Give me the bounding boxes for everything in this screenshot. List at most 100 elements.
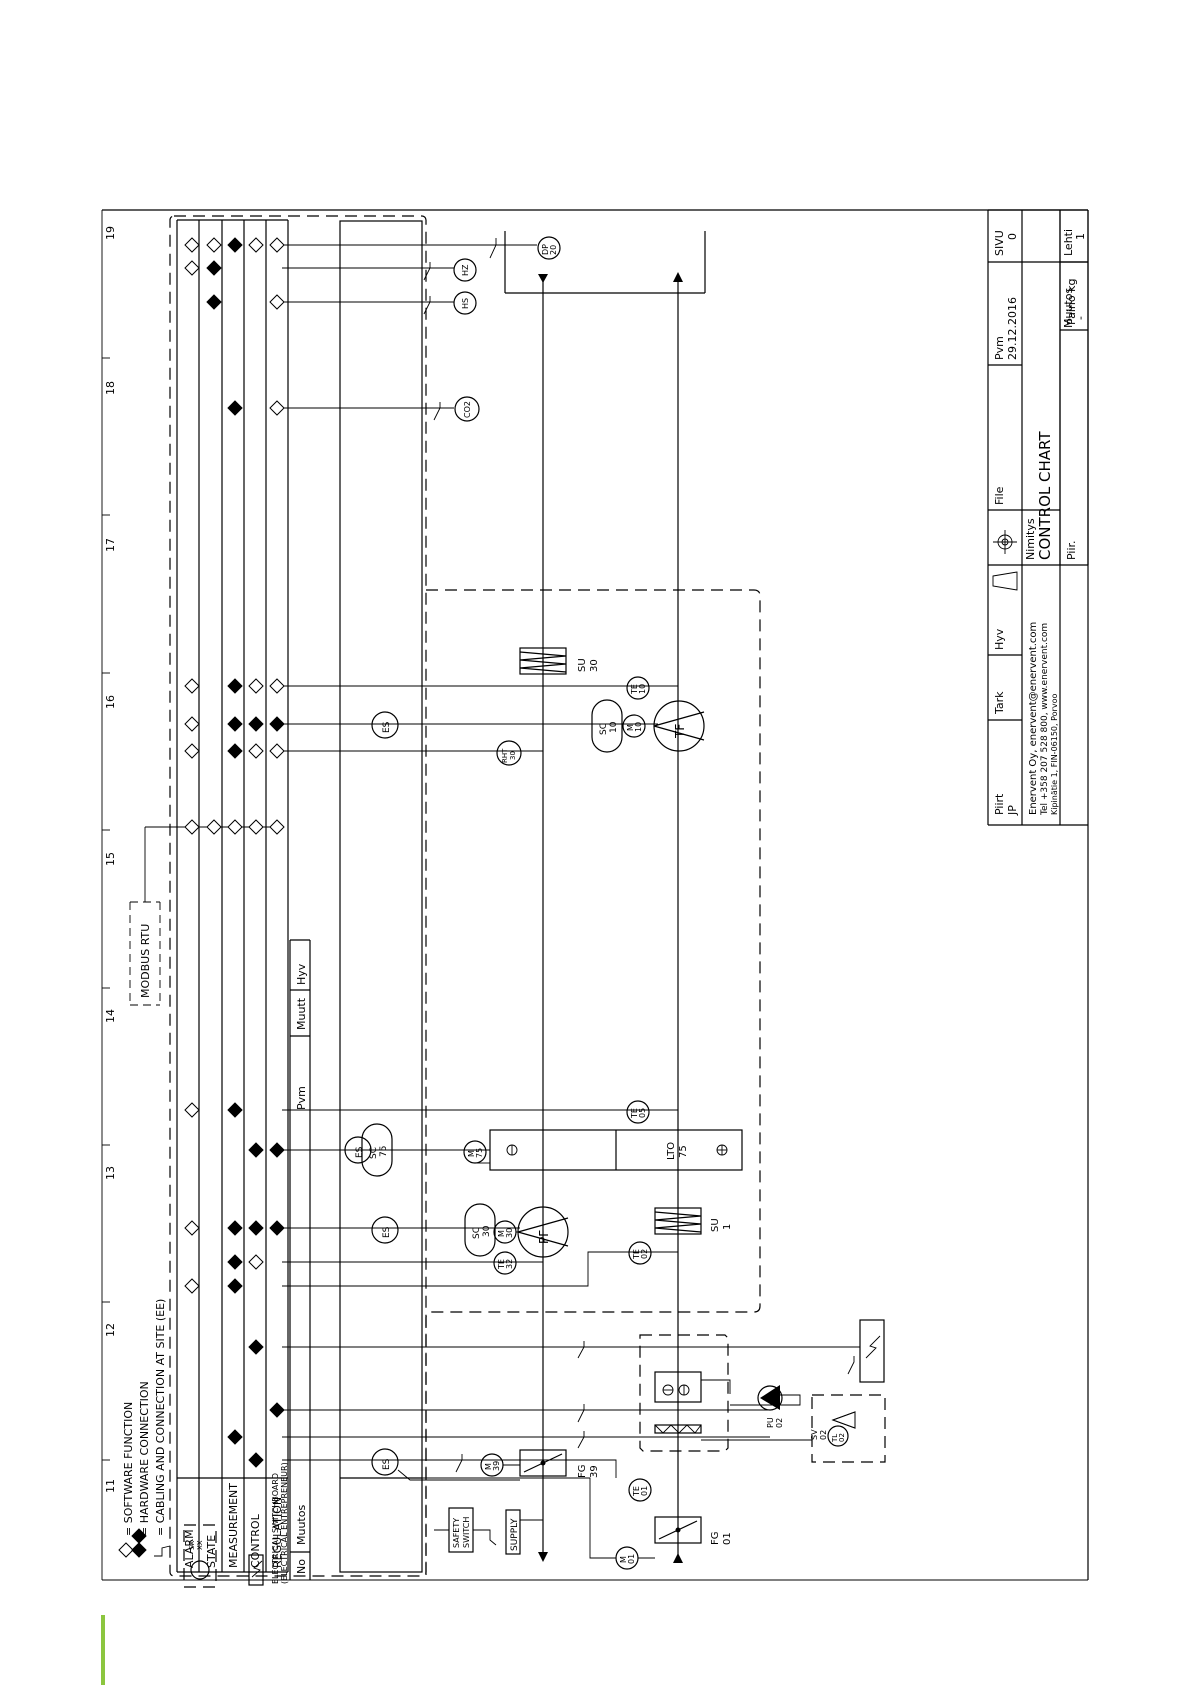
fans: TF PF	[517, 700, 705, 1258]
m01-number: 01	[627, 1554, 636, 1564]
sc75-label: SC	[369, 1147, 379, 1159]
tb-paino: Paino kg	[1065, 279, 1078, 326]
dp20-number: 20	[549, 245, 558, 255]
te05-label: TE	[630, 1108, 639, 1119]
grid-number: 13	[104, 1166, 117, 1180]
te10-label: TE	[630, 684, 639, 695]
cable-marks	[423, 238, 855, 1473]
grid-number: 12	[104, 1323, 117, 1337]
rht30-number: 30	[509, 751, 517, 760]
delivered-unconnected: SX XX ELECTRICAL SWITCHBOARD (ELECTRICAL…	[183, 1462, 289, 1588]
m10-number: 10	[634, 722, 643, 732]
tb-address: Kipinätie 1, FIN-06150, Porvoo	[1050, 694, 1059, 815]
modbus-label: MODBUS RTU	[139, 924, 152, 998]
rev-muutos: Muutos	[295, 1505, 308, 1545]
heat-recovery-lto: LTO 75	[489, 1129, 743, 1171]
pu02-number: 02	[775, 1418, 784, 1428]
heaters: SU 30 SU 1	[519, 647, 733, 1235]
te05-number: 05	[638, 1108, 647, 1118]
te10-number: 10	[638, 684, 647, 694]
tl02-label: TL	[831, 1434, 839, 1443]
sv02-number: 02	[819, 1430, 828, 1440]
fg39-label: FG	[577, 1464, 588, 1478]
su1-number: 1	[722, 1224, 733, 1230]
dampers: FG 39 FG 01	[519, 1449, 733, 1545]
m39-label: M	[484, 1463, 493, 1470]
lto-label: LTO	[666, 1142, 677, 1160]
su1-label: SU	[710, 1218, 721, 1232]
rev-no: No	[295, 1559, 308, 1574]
supply-label: SUPPLY	[510, 1518, 520, 1551]
revision-table: No Muutos Pvm Muutt Hyv	[289, 939, 311, 1580]
tb-muutos-field: Muutos	[1062, 288, 1075, 328]
legend-hardware: = HARDWARE CONNECTION	[138, 1381, 151, 1536]
speed-controllers: SC 10 M 10 SC 75 SC 30	[361, 699, 646, 1257]
dp20-label: DP	[541, 244, 550, 255]
tb-muutos-value: -	[1074, 316, 1087, 320]
fg01-number: 01	[722, 1532, 733, 1545]
hs-label: HS	[461, 298, 470, 309]
instruments: DP 20 HZ HS CO2 TE 10 ES RHT 30 TE 05 ES…	[344, 236, 849, 1570]
grid-number: 16	[104, 695, 117, 709]
modbus-box: MODBUS RTU	[129, 901, 161, 1006]
safety-switch-label: SAFETY	[452, 1518, 461, 1548]
tb-tark: Tark	[993, 691, 1006, 715]
tb-tel: Tel +358 207 528 800, www.enervent.com	[1040, 623, 1050, 816]
grid-number: 11	[104, 1479, 117, 1493]
safety-switch-label: SWITCH	[462, 1517, 471, 1548]
tf-label: TF	[673, 724, 687, 739]
tb-pvm-value: 29.12.2016	[1006, 297, 1019, 360]
tb-file: File	[993, 486, 1006, 505]
m01-label: M	[619, 1556, 628, 1563]
te32-number: 32	[505, 1259, 514, 1269]
tb-piirt: Piirt	[993, 793, 1006, 815]
signal-matrix: ALARM STATE MEASUREMENT CONTROL REGULATI…	[169, 215, 427, 1577]
tb-piir: Piir.	[1065, 540, 1078, 560]
signal-lines	[144, 237, 860, 1478]
te01-number: 01	[640, 1486, 649, 1496]
m10-label: M	[626, 724, 635, 731]
lto-number: 75	[678, 1145, 689, 1158]
row-label-control: CONTROL	[249, 1513, 262, 1568]
rev-hyv: Hyv	[295, 963, 308, 985]
legend-software: = SOFTWARE FUNCTION	[122, 1402, 135, 1536]
es-label: ES	[382, 1458, 392, 1470]
tb-nimitys: Nimitys	[1024, 518, 1037, 560]
accent-bar	[101, 1615, 105, 1685]
row-label-regulation: REGULATION	[271, 1497, 284, 1568]
te32-label: TE	[497, 1259, 506, 1270]
sx-label: SX	[188, 1541, 196, 1550]
es-label: ES	[382, 721, 392, 733]
tb-piirt-value: JP	[1006, 805, 1019, 816]
fg01-label: FG	[710, 1531, 721, 1545]
unit-boundary	[425, 589, 761, 1576]
switchboard-label: (ELECTRICAL ENTREPRENEUR)	[280, 1462, 289, 1584]
rev-pvm: Pvm	[295, 1086, 308, 1110]
switchboard-label: ELECTRICAL SWITCHBOARD	[271, 1473, 280, 1584]
title-block: Piirt JP Tark Hyv File Pvm 29.12.2016 SI…	[987, 209, 1089, 1580]
m75-label: M	[467, 1150, 476, 1157]
tb-pvm: Pvm	[993, 336, 1006, 360]
title-block-bottom: Muutos - Lehti 1	[1059, 210, 1089, 565]
tb-title: CONTROL CHART	[1036, 431, 1054, 560]
su30-label: SU	[577, 658, 588, 672]
pf-label: PF	[537, 1230, 551, 1244]
legend-cabling: = CABLING AND CONNECTION AT SITE (EE)	[154, 1299, 167, 1536]
tl02-number: 02	[838, 1433, 846, 1442]
es-label: ES	[382, 1226, 392, 1238]
grid-number: 17	[104, 538, 117, 552]
sc75-number: 75	[379, 1146, 389, 1157]
tb-sivu: SIVU	[993, 230, 1006, 256]
sc10-number: 10	[609, 721, 619, 733]
sc30-number: 30	[482, 1225, 492, 1237]
fg39-number: 39	[589, 1465, 600, 1478]
safety-switch: SAFETY SWITCH	[434, 1507, 497, 1553]
tb-hyv: Hyv	[993, 628, 1006, 650]
m30-number: 30	[505, 1228, 514, 1238]
water-coil-circuit: PU 02 SV 02	[639, 1334, 886, 1463]
row-label-state: STATE	[205, 1535, 218, 1568]
ducts	[504, 231, 706, 1563]
m39-number: 39	[492, 1461, 501, 1471]
